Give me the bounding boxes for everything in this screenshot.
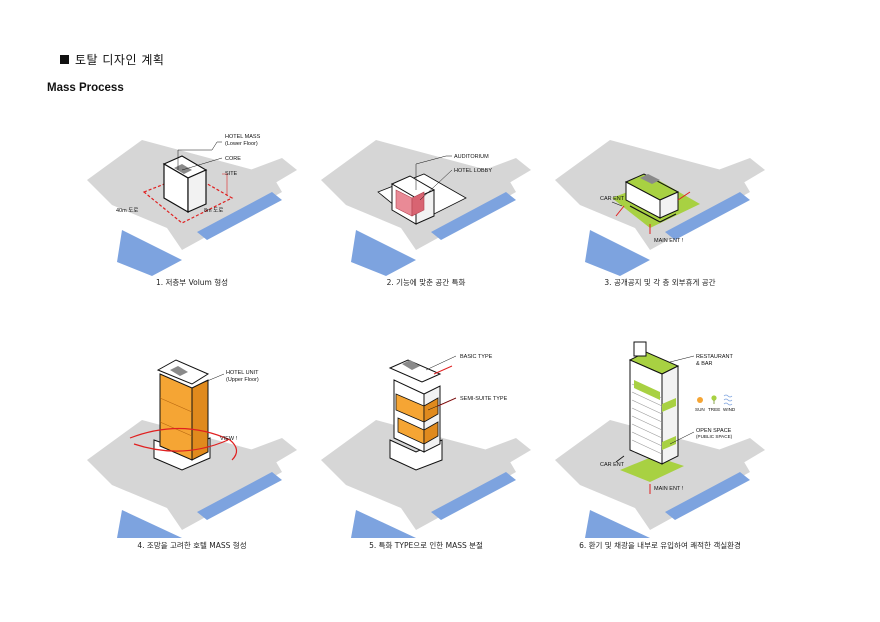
diagram-panel-4: HOTEL UNIT (Upper Floor) VIEW ! [82,340,302,540]
wind-icon [723,394,733,406]
labels-layer-4: HOTEL UNIT (Upper Floor) VIEW ! [220,370,259,442]
label-upper-floor: (Upper Floor) [226,377,259,383]
diagram-panel-5: BASIC TYPE SEMI-SUITE TYPE [316,340,536,540]
label-view: VIEW ! [220,436,238,442]
square-bullet-icon [60,55,69,64]
caption-6: 6. 환기 및 채광을 내부로 유입하여 쾌적한 객실환경 [579,541,741,550]
label-basic-type: BASIC TYPE [460,354,493,360]
diagram-panel-1: HOTEL MASS (Lower Floor) CORE SITE 40m 도… [82,120,302,320]
label-core: CORE [225,156,241,162]
mass-diagram-1 [87,140,297,276]
labels-layer-1: HOTEL MASS (Lower Floor) CORE SITE 40m 도… [116,134,261,214]
label-sun: SUN [695,407,705,412]
caption-4: 4. 조망을 고려한 호텔 MASS 형성 [137,541,247,550]
label-car-ent-6: CAR ENT [600,462,625,468]
label-bar: & BAR [696,361,713,367]
section-title-text: 토탈 디자인 계획 [75,53,165,67]
labels-layer-5: BASIC TYPE SEMI-SUITE TYPE [460,354,508,402]
label-restaurant: RESTAURANT [696,354,734,360]
label-lower-floor: (Lower Floor) [225,141,258,147]
mass-diagram-2 [321,140,531,276]
label-open-space: OPEN SPACE [696,428,732,434]
diagram-panel-2: AUDITORIUM HOTEL LOBBY [316,120,536,320]
label-tree: TREE [708,407,720,412]
label-main-ent-6: MAIN ENT ! [654,486,684,492]
label-road-8m: 8m 도로 [204,207,223,214]
labels-layer-3: CAR ENT MAIN ENT ! [600,196,684,244]
caption-5: 5. 특화 TYPE으로 인한 MASS 분절 [369,541,483,550]
diagram-panel-3: CAR ENT MAIN ENT ! [550,120,770,320]
label-auditorium: AUDITORIUM [454,154,489,160]
diagram-panel-6: RESTAURANT & BAR SUN TREE WIND OPEN SPAC… [550,340,770,540]
label-hotel-lobby: HOTEL LOBBY [454,168,492,174]
label-hotel-mass: HOTEL MASS [225,134,261,140]
caption-3: 3. 공개공지 및 각 층 외부휴게 공간 [604,278,716,287]
label-car-ent: CAR ENT [600,196,625,202]
labels-layer-6: RESTAURANT & BAR SUN TREE WIND OPEN SPAC… [600,354,736,492]
label-wind: WIND [723,407,736,412]
tree-icon [711,395,717,401]
labels-layer-2: AUDITORIUM HOTEL LOBBY [454,154,492,174]
caption-2: 2. 기능에 맞춘 공간 특화 [386,278,466,287]
label-road-40m: 40m 도로 [116,207,138,214]
label-semi-suite-type: SEMI-SUITE TYPE [460,396,508,402]
mass-diagram-4 [87,359,297,538]
mass-diagram-6 [555,341,765,538]
page-subtitle: Mass Process [47,82,124,94]
mass-diagram-5 [321,355,531,538]
label-public-space: (PUBLIC SPACE) [696,434,733,439]
mass-diagram-3 [555,140,765,276]
sun-icon [697,397,703,403]
caption-1: 1. 저층부 Volum 형성 [155,278,229,287]
label-site: SITE [225,171,238,177]
label-hotel-unit: HOTEL UNIT [226,370,259,376]
label-main-ent: MAIN ENT ! [654,238,684,244]
section-title: 토탈 디자인 계획 [60,51,164,68]
